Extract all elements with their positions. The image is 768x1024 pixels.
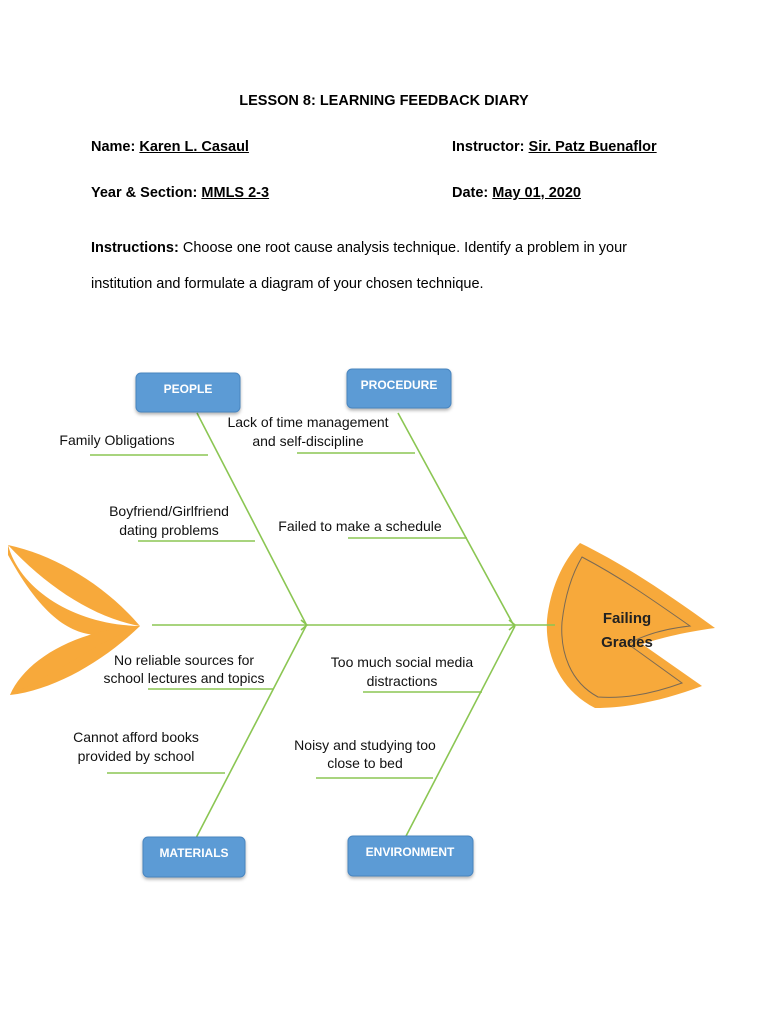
bone-people [196,412,307,625]
name-label: Name: [91,139,136,155]
category-materials: MATERIALS [142,836,246,878]
category-environment: ENVIRONMENT [347,835,474,877]
problem-line1: Failing [603,610,651,627]
document-title: LESSON 8: LEARNING FEEDBACK DIARY [239,93,529,109]
cause-social-media-line1: Too much social media [331,654,474,670]
section-value: MMLS 2-3 [201,185,270,201]
name-value: Karen L. Casaul [139,139,249,155]
category-procedure-label: PROCEDURE [361,378,438,392]
section-row: Year & Section: MMLS 2-3 [91,185,269,201]
bone-procedure [397,412,514,625]
category-materials-label: MATERIALS [159,846,228,860]
cause-time-management-line2: and self-discipline [252,433,363,449]
cause-dating-problems-line2: dating problems [119,522,219,538]
instructions-label: Instructions: [91,240,179,256]
date-value: May 01, 2020 [492,185,581,201]
cause-social-media-line2: distractions [367,673,438,689]
arrowhead [300,619,309,631]
cause-noisy-line1: Noisy and studying too [294,737,436,753]
instructor-value: Sir. Patz Buenaflor [528,139,657,155]
name-row: Name: Karen L. Casaul [91,139,249,155]
problem-line2: Grades [601,634,653,651]
instructor-label: Instructor: [452,139,525,155]
category-people: PEOPLE [135,372,241,413]
category-people-label: PEOPLE [164,382,213,396]
cause-dating-problems-line1: Boyfriend/Girlfriend [109,503,229,519]
cause-time-management-line1: Lack of time management [227,414,388,430]
fish-head: Failing Grades [546,543,715,708]
instructions-text: Choose one root cause analysis technique… [91,240,627,292]
instructor-row: Instructor: Sir. Patz Buenaflor [452,139,657,155]
cause-no-sources-line2: school lectures and topics [103,670,264,686]
category-procedure: PROCEDURE [346,368,452,409]
cause-no-schedule: Failed to make a schedule [278,518,442,534]
date-row: Date: May 01, 2020 [452,185,581,201]
cause-books-line2: provided by school [78,748,195,764]
cause-no-sources-line1: No reliable sources for [114,652,254,668]
bone-materials [195,625,307,839]
cause-books-line1: Cannot afford books [73,729,199,745]
date-label: Date: [452,185,489,201]
fish-tail [8,545,140,695]
cause-family-obligations: Family Obligations [59,432,174,448]
bone-environment [404,625,516,839]
cause-noisy-line2: close to bed [327,755,403,771]
section-label: Year & Section: [91,185,198,201]
instructions-paragraph: Instructions: Choose one root cause anal… [91,230,691,302]
category-environment-label: ENVIRONMENT [366,845,455,859]
